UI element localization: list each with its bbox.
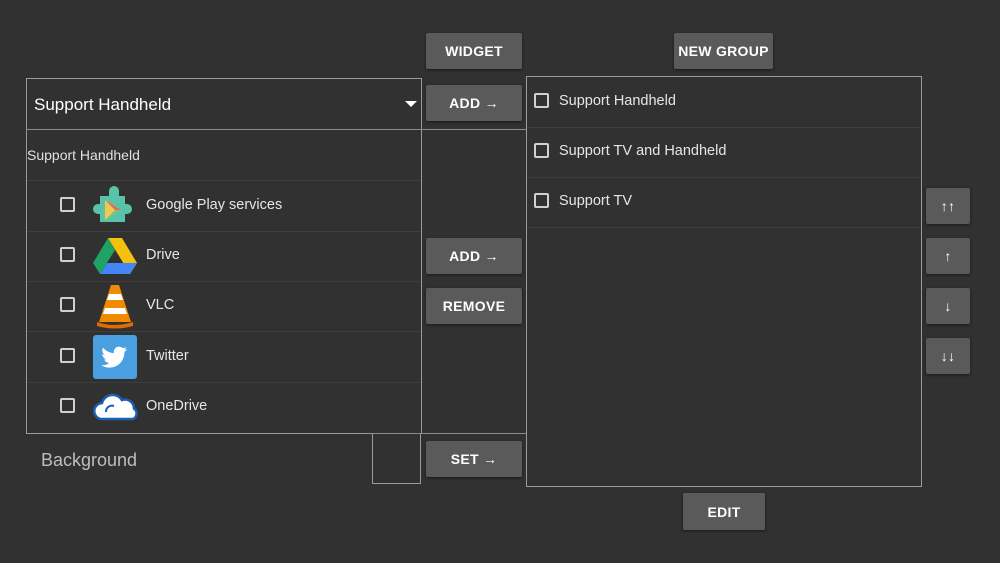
move-to-bottom-button[interactable]: ↓↓: [926, 338, 970, 374]
group-checkbox[interactable]: [534, 93, 549, 108]
google-drive-icon: [93, 238, 137, 274]
vlc-icon: [97, 285, 133, 329]
app-row-vlc[interactable]: VLC: [27, 281, 420, 332]
twitter-icon: [93, 335, 137, 379]
app-checkbox[interactable]: [60, 197, 75, 212]
group-list-panel: [526, 76, 922, 487]
set-background-button[interactable]: SET →: [426, 441, 522, 477]
onedrive-icon: [93, 393, 138, 421]
group-row-support-tv-and-handheld[interactable]: Support TV and Handheld: [527, 127, 920, 178]
app-label: VLC: [146, 297, 175, 313]
app-row-twitter[interactable]: Twitter: [27, 332, 420, 383]
app-label: OneDrive: [146, 398, 208, 414]
remove-button[interactable]: REMOVE: [426, 288, 522, 324]
group-select-value: Support Handheld: [34, 95, 172, 114]
move-to-top-button[interactable]: ↑↑: [926, 188, 970, 224]
widget-button[interactable]: WIDGET: [426, 33, 522, 69]
app-list-header-label: Support Handheld: [27, 147, 140, 163]
app-list-header: Support Handheld: [27, 130, 420, 181]
app-checkbox[interactable]: [60, 348, 75, 363]
move-down-button[interactable]: ↓: [926, 288, 970, 324]
move-up-button[interactable]: ↑: [926, 238, 970, 274]
background-label: Background: [41, 450, 138, 470]
app-row-google-play-services[interactable]: Google Play services: [27, 181, 420, 232]
group-select[interactable]: Support Handheld: [27, 79, 421, 130]
background-divider: [372, 433, 526, 434]
group-label: Support Handheld: [559, 93, 676, 109]
app-checkbox[interactable]: [60, 297, 75, 312]
app-checkbox[interactable]: [60, 398, 75, 413]
new-group-button[interactable]: NEW GROUP: [674, 33, 773, 69]
group-label: Support TV and Handheld: [559, 143, 727, 159]
group-row-support-tv[interactable]: Support TV: [527, 177, 920, 228]
app-label: Twitter: [146, 348, 189, 364]
app-list-panel: [26, 78, 422, 434]
app-row-drive[interactable]: Drive: [27, 231, 420, 282]
app-row-onedrive[interactable]: OneDrive: [27, 382, 420, 432]
group-checkbox[interactable]: [534, 143, 549, 158]
dropdown-arrow-icon: [405, 101, 417, 107]
edit-button[interactable]: EDIT: [683, 493, 765, 530]
group-checkbox[interactable]: [534, 193, 549, 208]
app-label: Drive: [146, 247, 180, 263]
app-label: Google Play services: [146, 197, 283, 213]
group-label: Support TV: [559, 193, 633, 209]
dropdown-divider: [26, 129, 526, 130]
add-group-button[interactable]: ADD →: [426, 85, 522, 121]
background-color-swatch[interactable]: [372, 434, 421, 484]
app-checkbox[interactable]: [60, 247, 75, 262]
group-row-support-handheld[interactable]: Support Handheld: [527, 77, 920, 128]
google-play-services-icon: [93, 186, 132, 222]
add-app-button[interactable]: ADD →: [426, 238, 522, 274]
